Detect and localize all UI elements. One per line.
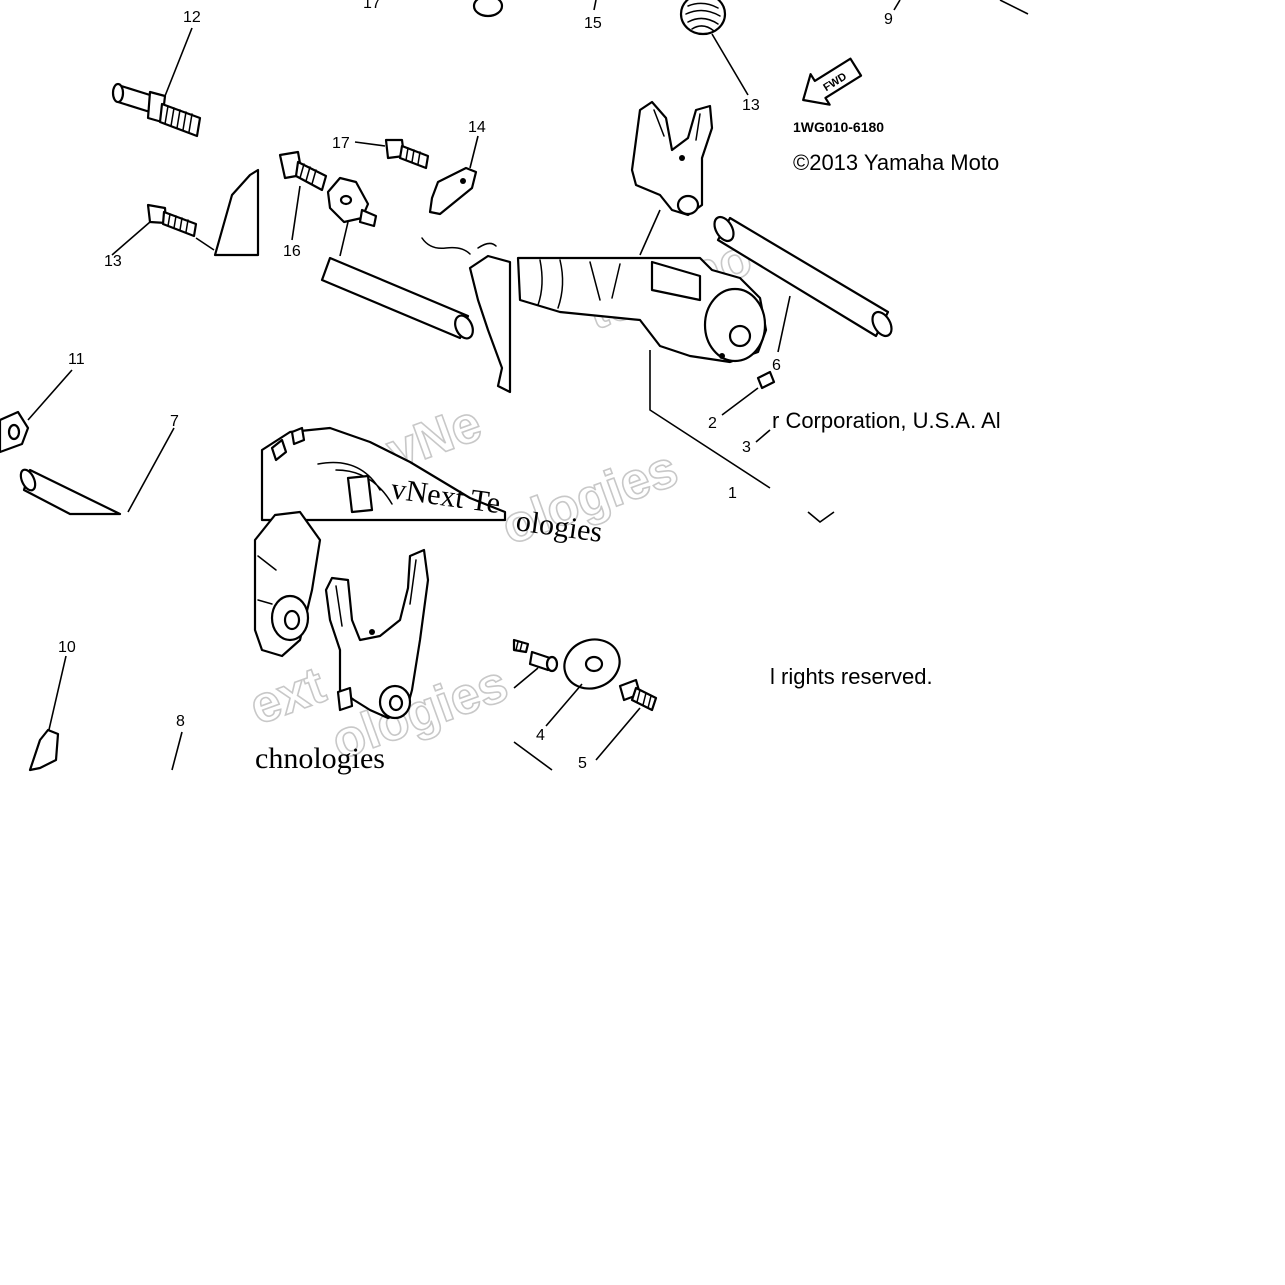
copyright-line-2: r Corporation, U.S.A. Al — [772, 408, 1001, 433]
callout-label: 1 — [728, 485, 737, 502]
callout-label: 8 — [176, 713, 185, 730]
callout-label: 2 — [708, 415, 717, 432]
shift-fork-mid-partial — [468, 254, 512, 394]
guide-bar-7 — [19, 427, 175, 516]
callout-label: 4 — [536, 727, 545, 744]
leader-8 — [171, 731, 183, 771]
callout-label: 12 — [183, 9, 201, 26]
bolt-17-upper — [354, 138, 430, 170]
callout-label: 16 — [283, 243, 301, 260]
bracket-partial — [213, 168, 260, 257]
callout-label: 7 — [170, 413, 179, 430]
plate-14 — [428, 135, 479, 216]
callout-label: 5 — [578, 755, 587, 772]
washer-4 — [545, 638, 621, 727]
copyright-line-3: l rights reserved. — [770, 664, 933, 689]
screw-5 — [595, 678, 658, 761]
callout-label: 15 — [584, 15, 602, 32]
shift-fork-lower — [324, 548, 430, 720]
bracket-11 — [0, 369, 73, 454]
callout-label: 13 — [742, 97, 760, 114]
callout-label: 13 — [104, 253, 122, 270]
callout-labels: 12 17 15 9 13 17 14 16 13 11 7 6 2 3 1 1… — [58, 0, 893, 772]
forward-arrow-icon: FWD — [802, 57, 863, 106]
callout-label: 17 — [363, 0, 381, 12]
callout-label: 14 — [468, 119, 486, 136]
watermark-fragment: chnologies — [255, 742, 385, 775]
shift-drum — [516, 256, 768, 364]
callout-label: 11 — [68, 351, 85, 368]
callout-label: 6 — [772, 357, 781, 374]
guide-bar-left — [320, 256, 474, 340]
stud-bolt-12 — [111, 27, 202, 138]
callout-label: 10 — [58, 639, 76, 656]
spring-pin — [512, 638, 559, 689]
bracket-corner — [807, 511, 835, 524]
callout-label: 17 — [332, 135, 350, 152]
spring-13 — [679, 0, 749, 96]
copyright-line-1: ©2013 Yamaha Moto — [793, 150, 999, 175]
pin-2 — [721, 370, 776, 416]
clip-10 — [28, 655, 67, 772]
spring-clip — [421, 237, 497, 255]
shift-lever-plate — [326, 176, 378, 257]
callout-label: 3 — [742, 439, 751, 456]
group-bracket — [649, 350, 771, 489]
callout-label: 9 — [884, 11, 893, 28]
drum-cam-gear: vNext Te — [253, 426, 507, 658]
washer-partial — [472, 0, 504, 18]
diagram-code: 1WG010-6180 — [793, 119, 884, 135]
bolt-16 — [278, 150, 328, 241]
watermark-fragment: ext — [242, 656, 332, 736]
bolt-13-left — [111, 203, 198, 256]
shift-fork-upper — [630, 100, 714, 256]
guide-bar-6 — [713, 215, 893, 353]
group-bracket-lower — [513, 741, 553, 771]
